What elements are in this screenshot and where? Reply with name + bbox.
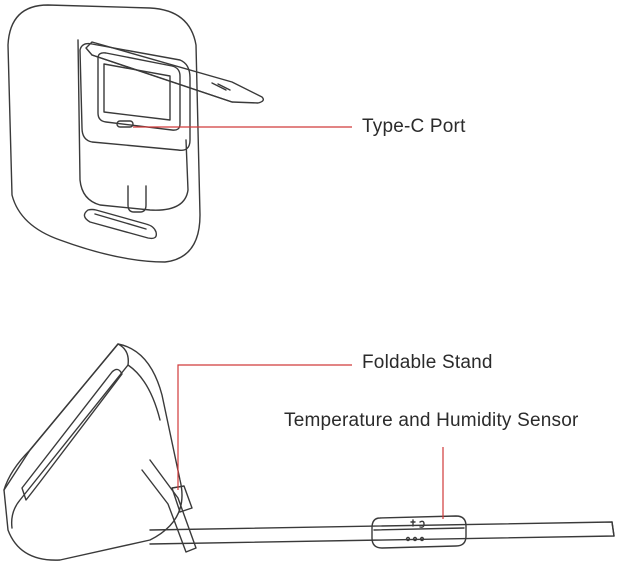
sensor-icon — [410, 519, 425, 528]
type-c-port-label: Type-C Port — [362, 116, 466, 137]
back-cable — [127, 185, 147, 213]
sensor-cable-end — [611, 521, 615, 537]
bottom-grip-slot — [83, 208, 158, 240]
sensor-vent-dot-1 — [405, 536, 411, 542]
foldable-stand-leg — [141, 459, 197, 553]
open-lid-edge — [91, 54, 233, 103]
foldable-stand-leader-line — [177, 364, 352, 490]
device-side-front-face — [3, 343, 129, 529]
compartment-inner — [103, 63, 171, 121]
sensor-vent-dot-2 — [412, 536, 418, 542]
sensor-cable — [149, 521, 615, 545]
device-back-view — [7, 4, 265, 263]
compartment-frame — [97, 52, 181, 131]
device-side-body — [3, 343, 183, 561]
device-body-outline — [7, 4, 201, 263]
sensor-vent-dot-3 — [419, 536, 425, 542]
device-side-back-curve — [127, 364, 161, 421]
device-side-screen — [21, 368, 123, 501]
sensor-module-top-edge — [373, 527, 465, 531]
type-c-port-slot — [116, 120, 134, 128]
device-side-view — [3, 343, 615, 561]
temperature-humidity-sensor-label: Temperature and Humidity Sensor — [284, 410, 579, 431]
bottom-grip-slot-inner — [94, 213, 147, 230]
foldable-stand-hinge — [171, 485, 193, 513]
device-body-inner-edge — [77, 39, 189, 211]
foldable-stand-label: Foldable Stand — [362, 352, 493, 373]
back-recess-panel — [79, 42, 191, 151]
open-lid — [85, 41, 265, 104]
open-lid-hinge — [211, 82, 231, 91]
sensor-module-body — [371, 515, 467, 549]
